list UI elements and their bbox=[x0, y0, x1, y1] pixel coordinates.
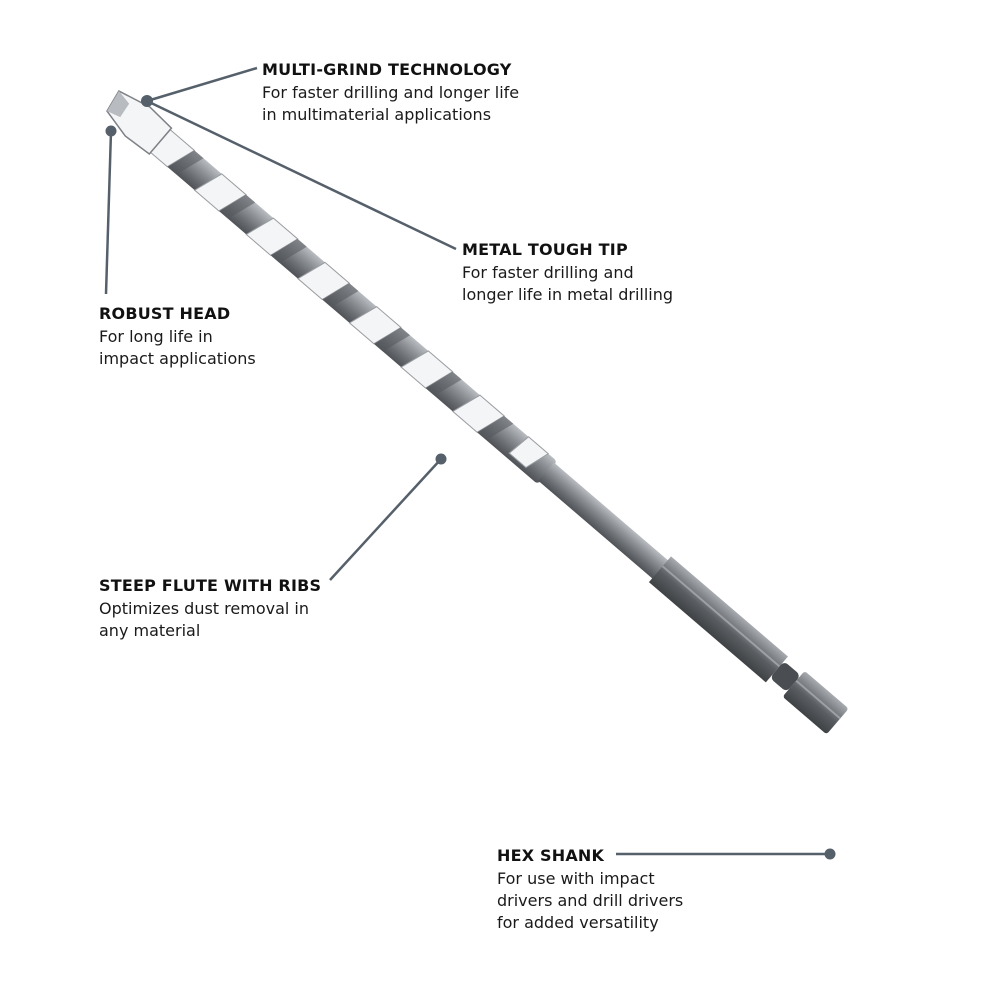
callout-desc-line: For long life in bbox=[99, 327, 213, 346]
callout-desc-line: For faster drilling and longer life bbox=[262, 83, 520, 102]
callout-metal-tip: METAL TOUGH TIP For faster drilling and … bbox=[462, 239, 762, 306]
hex-end bbox=[783, 672, 848, 734]
callout-title: MULTI-GRIND TECHNOLOGY bbox=[262, 60, 512, 79]
callout-title: STEEP FLUTE WITH RIBS bbox=[99, 576, 322, 595]
dot-multi-grind bbox=[141, 95, 153, 107]
leader-steep-flute bbox=[329, 458, 442, 581]
dot-hex-shank bbox=[824, 848, 836, 860]
callout-desc-line: Optimizes dust removal in bbox=[99, 599, 309, 618]
leader-metal-tip bbox=[146, 99, 457, 251]
callout-desc-line: in multimaterial applications bbox=[262, 105, 492, 124]
dot-steep-flute bbox=[435, 453, 447, 465]
callout-desc-line: impact applications bbox=[99, 349, 256, 368]
head-facet bbox=[107, 91, 130, 118]
callout-title: METAL TOUGH TIP bbox=[462, 240, 628, 259]
leader-dots bbox=[105, 95, 836, 860]
callout-desc-line: For use with impact bbox=[497, 869, 655, 888]
callout-multi-grind: MULTI-GRIND TECHNOLOGY For faster drilli… bbox=[262, 59, 582, 126]
callout-desc-line: for added versatility bbox=[497, 913, 659, 932]
flute-grooves bbox=[167, 150, 514, 441]
callout-steep-flute: STEEP FLUTE WITH RIBS Optimizes dust rem… bbox=[99, 575, 399, 642]
leader-lines bbox=[104, 66, 830, 856]
callout-desc-line: longer life in metal drilling bbox=[462, 285, 674, 304]
callout-desc-line: any material bbox=[99, 621, 201, 640]
leader-robust-head bbox=[104, 130, 113, 295]
hex-groove bbox=[771, 663, 799, 691]
dot-robust-head bbox=[105, 125, 117, 137]
round-shank bbox=[538, 462, 670, 580]
callout-hex-shank: HEX SHANK For use with impact drivers an… bbox=[497, 845, 757, 934]
drill-bit bbox=[106, 90, 848, 734]
callout-title: ROBUST HEAD bbox=[99, 304, 231, 323]
hex-end-facet bbox=[795, 679, 841, 720]
callout-title: HEX SHANK bbox=[497, 846, 605, 865]
callout-desc-line: For faster drilling and bbox=[462, 263, 634, 282]
callout-robust-head: ROBUST HEAD For long life in impact appl… bbox=[99, 303, 359, 370]
leader-multi-grind bbox=[146, 66, 258, 103]
flute-ribs bbox=[142, 129, 550, 469]
hex-facet-line bbox=[661, 565, 781, 668]
callout-desc-line: drivers and drill drivers bbox=[497, 891, 684, 910]
hex-body bbox=[648, 556, 788, 683]
